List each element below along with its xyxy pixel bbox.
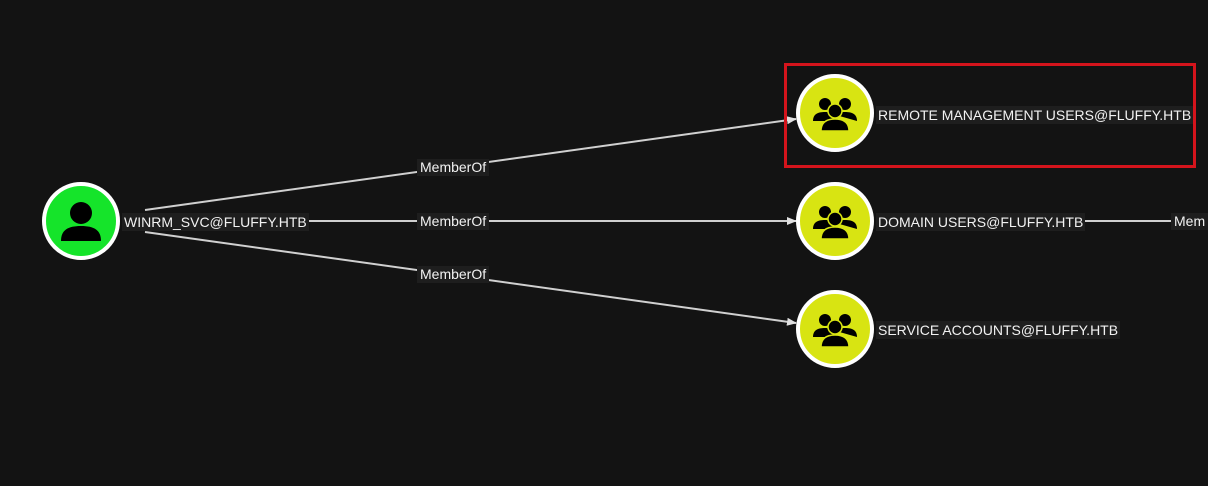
highlight-box bbox=[784, 63, 1196, 168]
group-icon bbox=[813, 206, 857, 240]
node-label-winrm-svc: WINRM_SVC@FLUFFY.HTB bbox=[122, 213, 309, 231]
edge-label-service-accounts[interactable]: MemberOf bbox=[417, 266, 490, 283]
node-label-service-accounts: SERVICE ACCOUNTS@FLUFFY.HTB bbox=[876, 321, 1121, 339]
edge-label-remote-management[interactable]: MemberOf bbox=[417, 159, 490, 176]
group-icon bbox=[813, 314, 857, 348]
node-winrm-svc[interactable] bbox=[42, 182, 120, 260]
node-remote-management-users[interactable] bbox=[796, 74, 874, 152]
group-icon bbox=[813, 98, 857, 132]
node-service-accounts[interactable] bbox=[796, 290, 874, 368]
edge-label-offscreen[interactable]: Mem bbox=[1171, 213, 1208, 230]
user-icon bbox=[61, 202, 101, 241]
node-label-domain-users: DOMAIN USERS@FLUFFY.HTB bbox=[876, 213, 1086, 231]
edge-label-domain-users[interactable]: MemberOf bbox=[417, 213, 490, 230]
node-domain-users[interactable] bbox=[796, 182, 874, 260]
node-label-remote-management-users: REMOTE MANAGEMENT USERS@FLUFFY.HTB bbox=[876, 106, 1194, 124]
